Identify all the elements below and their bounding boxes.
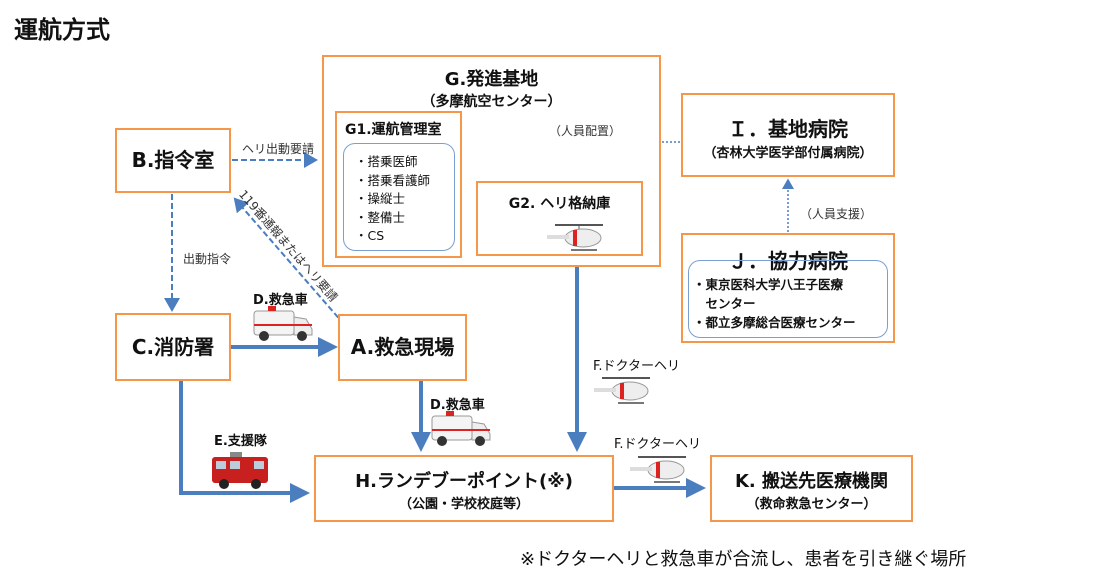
node-b: B.指令室 (115, 128, 231, 193)
arrow-a-to-b (233, 197, 357, 339)
hospital-list: ・東京医科大学八王子医療 センター ・都立多摩総合医療センター (693, 275, 856, 332)
bracket (688, 260, 888, 338)
list-item: ・操縦士 (355, 191, 406, 206)
edge-label-staff-assign: （人員配置） (549, 124, 622, 138)
edge-label-support-team: E.支援隊 (214, 434, 267, 449)
list-item: センター (693, 296, 756, 311)
node-g1-label: G1.運航管理室 (345, 122, 442, 138)
node-c-label: C.消防署 (131, 335, 215, 359)
node-j: Ｊ．協力病院 ・東京医科大学八王子医療 センター ・都立多摩総合医療センター (681, 233, 895, 343)
fire-truck-icon (212, 452, 268, 489)
node-i-label: Ｉ．基地病院 (728, 117, 848, 141)
helicopter-icon (547, 224, 603, 251)
list-item: ・CS (355, 228, 385, 243)
edge-label-staff-support: （人員支援） (800, 207, 873, 221)
node-c: C.消防署 (115, 313, 231, 381)
node-j-label: Ｊ．協力病院 (728, 249, 848, 273)
node-h: H.ランデブーポイント(※) （公園・学校校庭等） (314, 455, 614, 522)
node-a: A.救急現場 (338, 314, 467, 381)
edge-label-ambulance-2: D.救急車 (430, 398, 485, 413)
node-k-label: K. 搬送先医療機関 (734, 471, 889, 492)
node-i-sub: （杏林大学医学部付属病院） (703, 146, 873, 161)
list-item: ・搭乗医師 (355, 154, 418, 169)
edge-label-doctor-heli-1: F.ドクターヘリ (593, 359, 681, 374)
footnote: ※ドクターヘリと救急車が合流し、患者を引き継ぐ場所 (520, 549, 967, 570)
node-g-sub: （多摩航空センター） (421, 94, 562, 110)
node-k-sub: （救命救急センター） (746, 497, 877, 512)
edge-label-dispatch-order: 出動指令 (183, 252, 232, 266)
list-item: ・整備士 (355, 209, 406, 225)
ambulance-icon (253, 306, 313, 341)
edge-label-heli-request: ヘリ出動要請 (242, 142, 315, 156)
list-item: ・東京医科大学八王子医療 (693, 277, 844, 292)
list-item: ・搭乗看護師 (355, 172, 431, 188)
node-g-label: G.発進基地 (444, 69, 539, 90)
edge-label-doctor-heli-2: F.ドクターヘリ (614, 437, 702, 452)
node-i: Ｉ．基地病院 （杏林大学医学部付属病院） (681, 93, 895, 177)
node-h-sub: （公園・学校校庭等） (398, 497, 529, 512)
list-item: ・都立多摩総合医療センター (693, 315, 856, 330)
node-g2-label: G2. ヘリ格納庫 (508, 196, 611, 212)
edge-label-ambulance-1: D.救急車 (253, 293, 308, 308)
page-title: 運航方式 (14, 16, 110, 44)
node-g1: G1.運航管理室 ・搭乗医師 ・搭乗看護師 ・操縦士 ・整備士 ・CS (335, 111, 462, 258)
arrow-c-to-h (179, 381, 310, 503)
node-h-label: H.ランデブーポイント(※) (355, 471, 573, 492)
node-b-label: B.指令室 (131, 148, 215, 172)
node-g2: G2. ヘリ格納庫 (476, 181, 643, 256)
node-k: K. 搬送先医療機関 （救命救急センター） (710, 455, 913, 522)
staff-list: ・搭乗医師 ・搭乗看護師 ・操縦士 ・整備士 ・CS (355, 153, 430, 246)
ambulance-icon (431, 411, 491, 446)
helicopter-icon (630, 456, 686, 483)
node-a-label: A.救急現場 (350, 335, 455, 359)
bracket (343, 143, 455, 251)
helicopter-icon (594, 377, 650, 404)
